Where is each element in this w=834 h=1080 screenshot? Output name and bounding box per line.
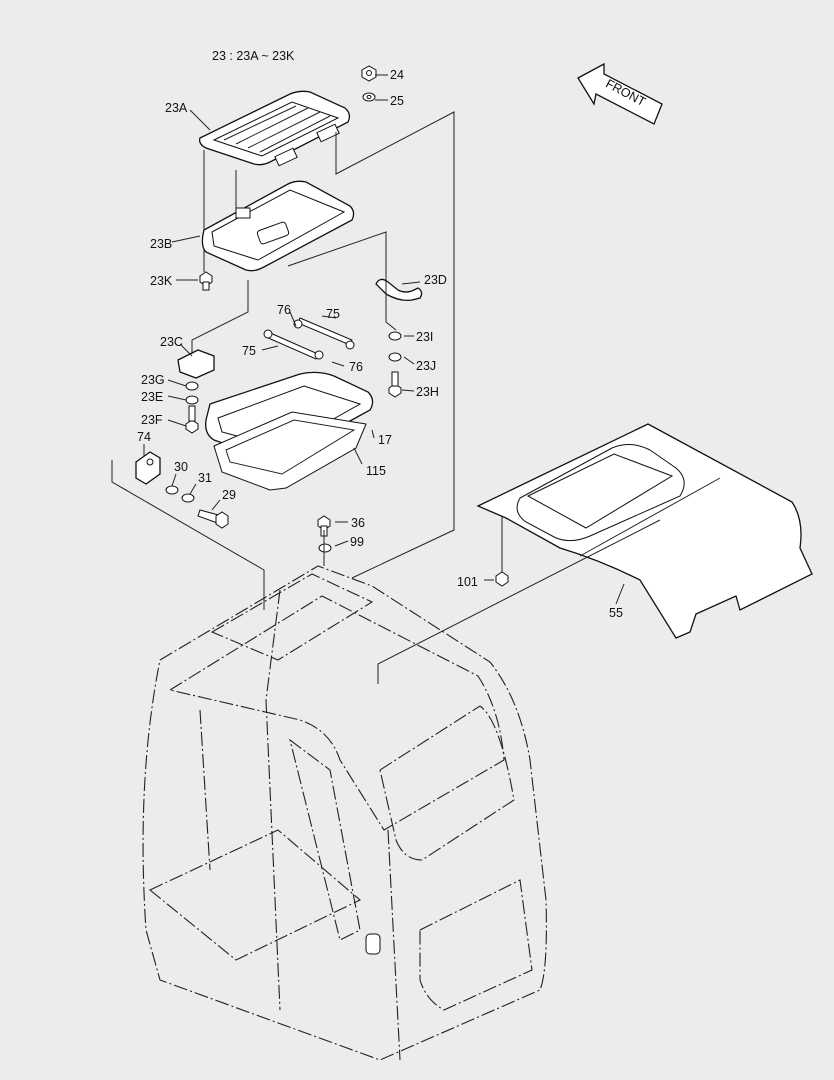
- bracket-23c: [177, 349, 215, 379]
- label-23g: 23G: [141, 373, 165, 387]
- label-76-upper: 76: [277, 303, 291, 317]
- label-24: 24: [390, 68, 404, 82]
- rod-75-upper: [293, 317, 355, 350]
- label-31: 31: [198, 471, 212, 485]
- label-25: 25: [390, 94, 404, 108]
- washer-25: [362, 92, 376, 102]
- washer-31: [181, 493, 195, 503]
- washer-23j: [388, 352, 402, 362]
- diagram-title: 23 : 23A ~ 23K: [212, 49, 295, 63]
- label-23d: 23D: [424, 273, 447, 287]
- label-23a: 23A: [165, 101, 188, 115]
- washer-23i: [388, 331, 402, 341]
- label-75-lower: 75: [242, 344, 256, 358]
- label-23h: 23H: [416, 385, 439, 399]
- rod-75-lower: [263, 329, 324, 360]
- label-17: 17: [378, 433, 392, 447]
- roof-panel-55: [476, 423, 813, 639]
- label-23k: 23K: [150, 274, 173, 288]
- label-30: 30: [174, 460, 188, 474]
- leader-lines: [111, 74, 661, 684]
- part-labels: 24 25 23A 23B 23K 23D 76 75 75 76 23C 23…: [137, 68, 623, 620]
- latch-74: [135, 451, 161, 485]
- bolt-29: [197, 509, 229, 529]
- label-74: 74: [137, 430, 151, 444]
- washer-23g: [185, 381, 199, 391]
- hatch-frame-23b: [201, 180, 355, 272]
- label-36: 36: [351, 516, 365, 530]
- bolt-23h: [388, 371, 402, 398]
- bolt-23f: [185, 405, 199, 434]
- label-101: 101: [457, 575, 478, 589]
- hatch-cover-23a: [198, 90, 351, 167]
- bolt-101: [495, 571, 509, 587]
- label-23j: 23J: [416, 359, 436, 373]
- label-76-lower: 76: [349, 360, 363, 374]
- label-29: 29: [222, 488, 236, 502]
- label-75-upper: 75: [326, 307, 340, 321]
- label-23i: 23I: [416, 330, 433, 344]
- bolt-23k: [199, 271, 213, 291]
- handle-23d: [375, 278, 423, 302]
- label-99: 99: [350, 535, 364, 549]
- washer-99: [318, 543, 332, 553]
- washer-30: [165, 485, 179, 495]
- nut-24: [361, 65, 377, 82]
- washer-23e: [185, 395, 199, 405]
- cab-frame: [142, 565, 547, 1061]
- label-23e: 23E: [141, 390, 163, 404]
- label-115: 115: [366, 464, 386, 478]
- gasket-115: [213, 411, 367, 491]
- label-23c: 23C: [160, 335, 183, 349]
- label-23b: 23B: [150, 237, 172, 251]
- label-23f: 23F: [141, 413, 163, 427]
- label-55: 55: [609, 606, 623, 620]
- front-direction-arrow: FRONT: [577, 62, 663, 125]
